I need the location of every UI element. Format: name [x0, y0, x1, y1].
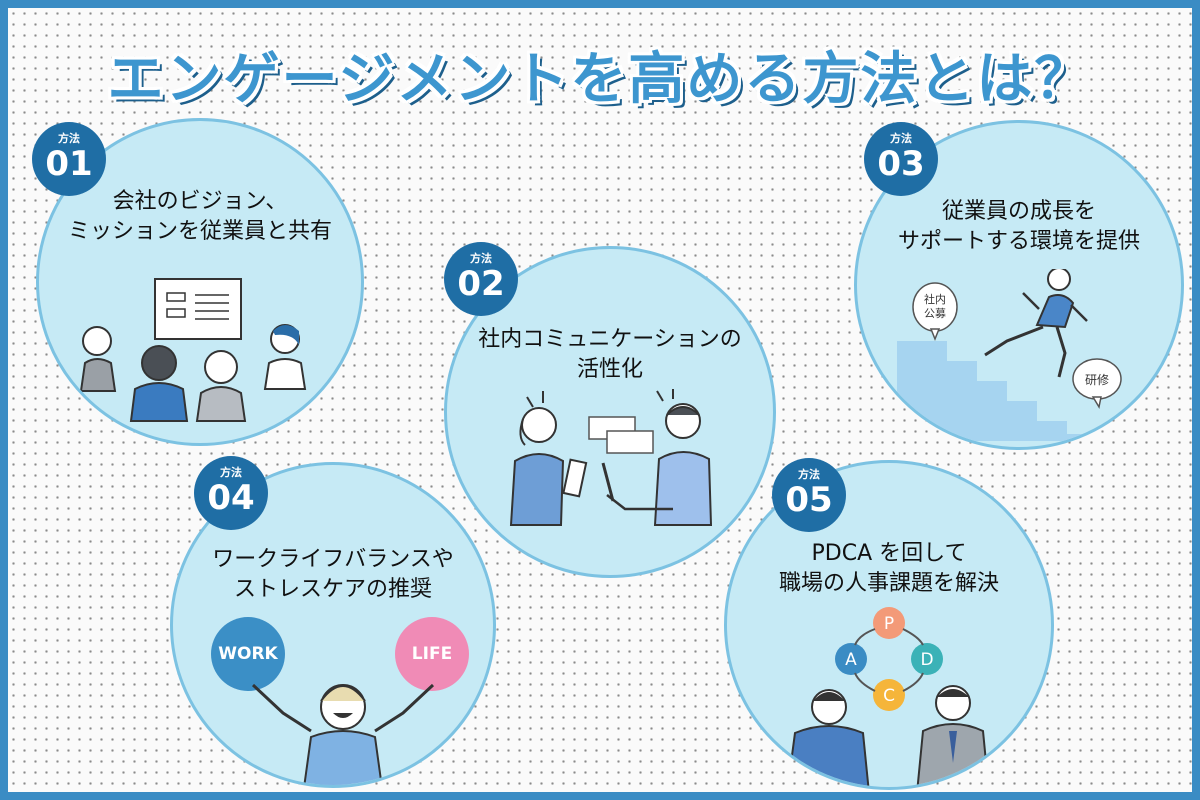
method-03-text: 従業員の成長を サポートする環境を提供: [857, 197, 1181, 257]
method-04-circle: ワークライフバランスや ストレスケアの推奨 WORK LIFE: [170, 462, 496, 788]
growth-stairs-illustration: 社内 公募 研修: [897, 269, 1167, 441]
method-01-badge: 方法 01: [32, 122, 106, 196]
method-03-circle: 従業員の成長を サポートする環境を提供 社内 公募 研修: [854, 120, 1184, 450]
pdca-illustration: P D C A: [786, 607, 990, 787]
method-05-badge-label: 方法: [798, 468, 820, 481]
method-05-text: PDCA を回して 職場の人事課題を解決: [727, 539, 1051, 599]
life-label: LIFE: [411, 644, 453, 664]
method-05-line1: PDCA を回して: [811, 541, 967, 566]
method-01-line2: ミッションを従業員と共有: [67, 219, 332, 244]
method-02-line2: 活性化: [576, 357, 643, 382]
happy-person-illustration: [251, 683, 435, 785]
method-04-badge-number: 04: [207, 478, 255, 518]
method-01-circle: 会社のビジョン、 ミッションを従業員と共有: [36, 118, 364, 446]
method-01-line1: 会社のビジョン、: [112, 189, 288, 214]
bubble-internal-text1: 社内: [924, 292, 946, 306]
method-01-badge-label: 方法: [58, 132, 80, 145]
method-02-badge-label: 方法: [470, 252, 492, 265]
method-01-text: 会社のビジョン、 ミッションを従業員と共有: [39, 187, 361, 247]
method-03-badge: 方法 03: [864, 122, 938, 196]
pdca-p: P: [884, 614, 894, 634]
method-05-line2: 職場の人事課題を解決: [778, 571, 999, 596]
method-04-badge: 方法 04: [194, 456, 268, 530]
method-02-text: 社内コミュニケーションの 活性化: [447, 325, 773, 385]
method-04-line2: ストレスケアの推奨: [233, 577, 432, 602]
meeting-illustration: [79, 278, 307, 422]
bubble-training-text: 研修: [1085, 372, 1109, 387]
method-02-badge: 方法 02: [444, 242, 518, 316]
method-03-badge-number: 03: [877, 144, 925, 184]
method-02-badge-number: 02: [457, 264, 505, 304]
method-03-badge-label: 方法: [890, 132, 912, 145]
method-05-badge-number: 05: [785, 480, 833, 520]
pdca-c: C: [883, 686, 895, 706]
pdca-d: D: [920, 650, 933, 670]
life-circle: LIFE: [395, 617, 469, 691]
bubble-internal-text2: 公募: [924, 307, 946, 320]
method-03-line1: 従業員の成長を: [941, 199, 1096, 224]
pdca-a: A: [845, 650, 857, 670]
method-05-badge: 方法 05: [772, 458, 846, 532]
method-03-line2: サポートする環境を提供: [897, 229, 1140, 254]
page-title: エンゲージメントを高める方法とは？: [107, 47, 1093, 112]
method-01-badge-number: 01: [45, 144, 93, 184]
method-04-badge-label: 方法: [220, 466, 242, 479]
work-circle: WORK: [211, 617, 285, 691]
communication-illustration: [509, 389, 713, 526]
work-label: WORK: [218, 644, 278, 664]
method-02-line1: 社内コミュニケーションの: [478, 327, 742, 352]
method-04-line1: ワークライフバランスや: [212, 547, 454, 572]
method-04-text: ワークライフバランスや ストレスケアの推奨: [173, 545, 493, 605]
